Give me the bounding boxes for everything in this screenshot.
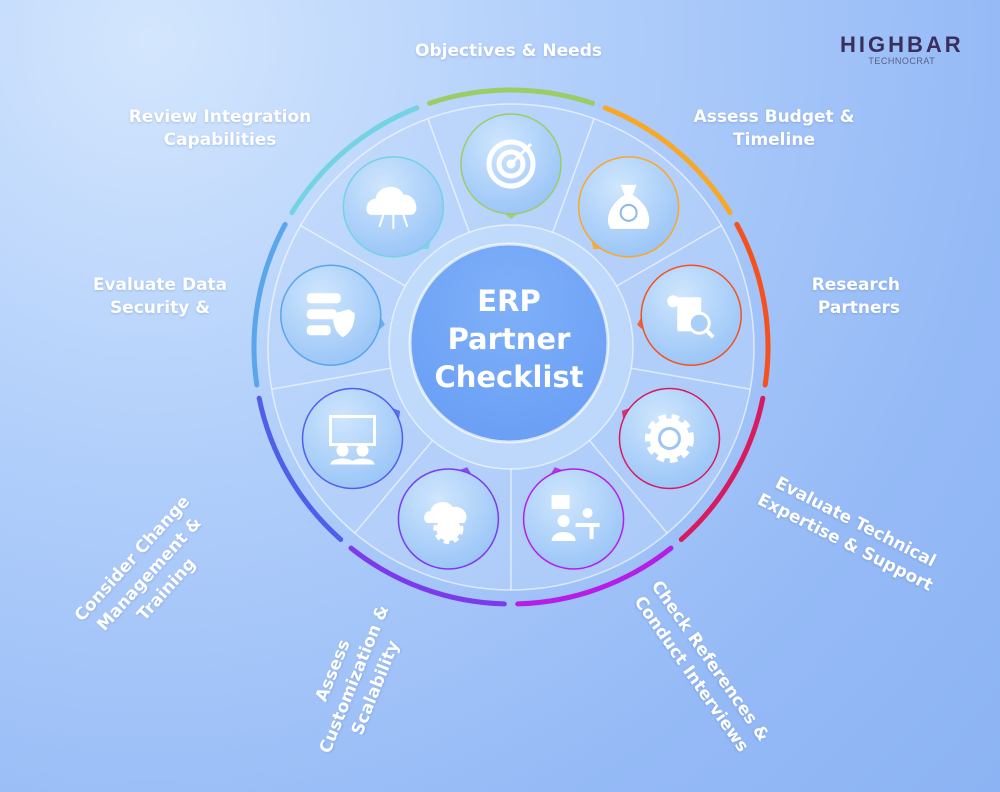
interview-icon [551,494,600,541]
highbar-logo: HIGHBAR TECHNOCRAT [840,32,964,67]
center-title-line: Checklist [434,360,584,394]
center-title-line: Partner [447,322,571,356]
segment-divider [300,224,406,287]
ring-arc-segment [256,395,344,542]
cloud-gear-icon [366,186,417,229]
segment-divider [354,439,434,534]
segment-divider [631,367,751,390]
money-bag-icon [607,184,650,229]
ring-arc-segment [426,87,596,106]
segment-divider [616,224,722,287]
segment-divider [427,118,470,233]
ring-arc-segment [251,221,288,388]
target-icon [486,139,536,189]
ring-arc-segment [289,105,420,216]
server-shield-icon [306,293,355,338]
ring-arc-segment [734,221,771,388]
segment-divider [552,118,595,233]
step-label-security: Evaluate Data Security & [92,275,228,318]
logo-sub: TECHNOCRAT [868,56,936,66]
ring-arc-segment [348,545,507,607]
gear-wrench-icon [644,414,694,463]
step-label-research: Research Partners [811,275,900,318]
ring-arc-segment [515,545,674,607]
center-title: ERP Partner Checklist [411,282,607,396]
ring-arc-segment [678,395,766,542]
step-icon-circle [301,387,404,490]
ring-arc-segment [602,105,733,216]
training-presentation-icon [329,415,377,465]
step-label-objectives: Objectives & Needs [415,41,602,61]
step-label-budget: Assess Budget & Timeline [693,107,855,150]
cloud-settings-icon [424,502,467,544]
step-label-integration: Review Integration Capabilities [128,107,312,150]
center-title-line: ERP [477,284,541,318]
center-circle [408,242,610,444]
segment-divider [271,367,391,390]
logo-name: HIGHBAR [840,32,964,57]
research-document-icon [667,295,715,339]
step-icon-circle [522,468,625,570]
segment-divider [588,439,668,534]
